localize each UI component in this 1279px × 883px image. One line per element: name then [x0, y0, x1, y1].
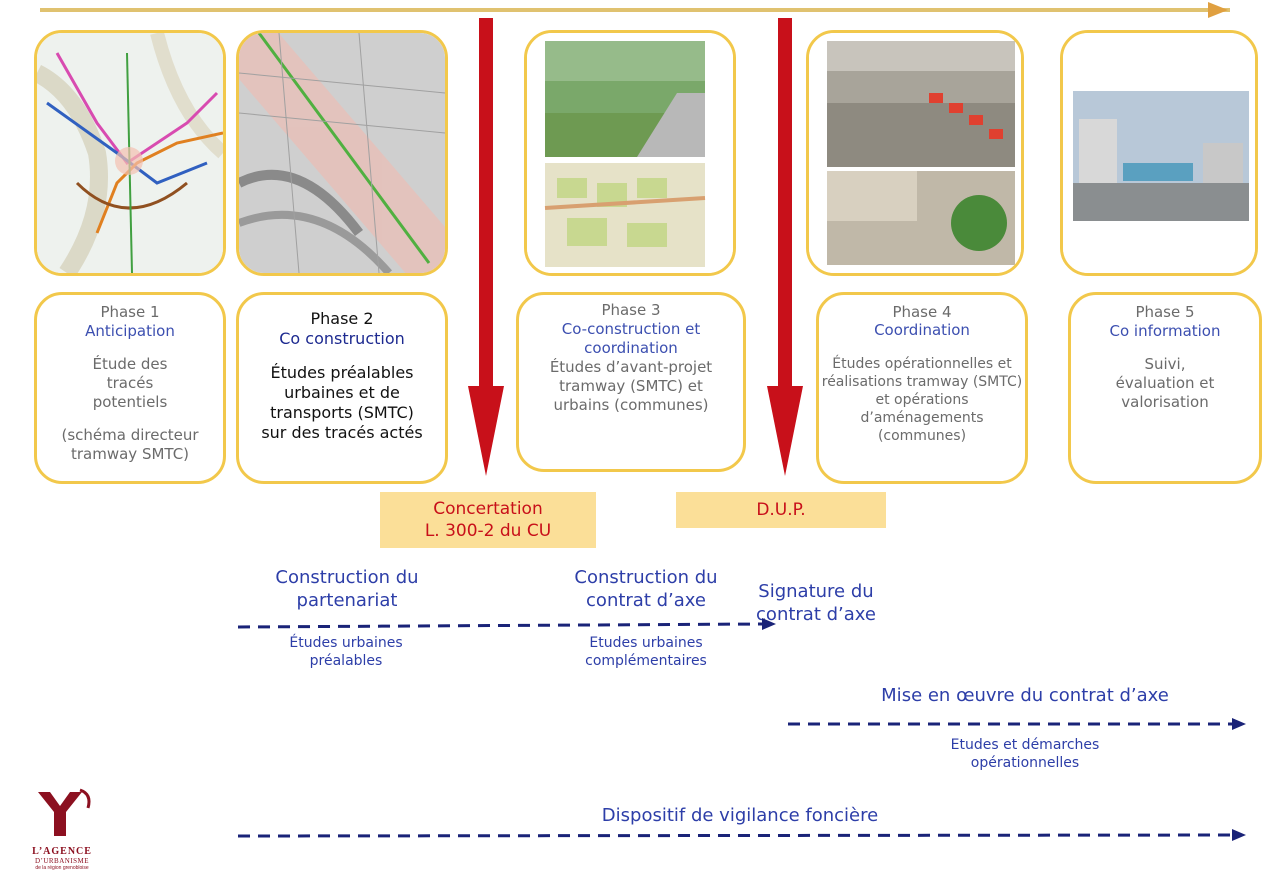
phase3-box: Phase 3 Co-construction et coordination … [516, 292, 746, 472]
dup-label: D.U.P. [756, 500, 806, 520]
phase5-box: Phase 5 Co information Suivi, évaluation… [1068, 292, 1262, 484]
concertation-line2: L. 300-2 du CU [424, 521, 552, 541]
dup-band: D.U.P. [676, 492, 886, 528]
concertation-line1: Concertation [433, 499, 543, 519]
implementation-label: Mise en œuvre du contrat d’axe [881, 685, 1169, 706]
top-timeline-arrowhead [1208, 2, 1228, 18]
signature-label: Signature du contrat d’axe [756, 581, 876, 625]
partnership-arrowhead [762, 618, 776, 630]
studies-prior-label: Études urbaines préalables [289, 635, 403, 669]
phase4-box: Phase 4 Coordination Études opérationnel… [816, 292, 1028, 484]
contract-construction-label: Construction du contrat d’axe [574, 567, 718, 611]
phase2-title: Phase 2 [310, 309, 374, 328]
phase1-map-image [34, 30, 226, 276]
top-timeline-bar [40, 8, 1230, 12]
agency-logo: L’AGENCE D’URBANISME de la région grenob… [20, 786, 104, 880]
partnership-label: Construction du partenariat [275, 567, 419, 611]
phase2-subtitle: Co construction [279, 329, 405, 348]
phase2-map-image [236, 30, 448, 276]
phase1-note: (schéma directeur tramway SMTC) [61, 426, 199, 463]
phase4-photos [806, 30, 1024, 276]
phase3-body: Études d’avant-projet tramway (SMTC) et … [549, 358, 713, 414]
phase3-subtitle: Co-construction et coordination [561, 320, 701, 357]
phase1-body: Étude des tracés potentiels [92, 355, 168, 411]
phase5-photo [1060, 30, 1258, 276]
phase5-title: Phase 5 [1135, 303, 1195, 321]
phase1-subtitle: Anticipation [85, 322, 175, 340]
dup-arrow [765, 18, 805, 476]
partnership-dashed-line [237, 622, 763, 629]
vigilance-arrowhead [1232, 829, 1246, 841]
phase2-box: Phase 2 Co construction Études préalable… [236, 292, 448, 484]
phase4-subtitle: Coordination [874, 321, 970, 339]
phase4-body: Études opérationnelles et réalisations t… [821, 356, 1023, 444]
operational-label: Etudes et démarches opérationnelles [950, 737, 1100, 771]
implementation-arrowhead [1232, 718, 1246, 730]
concertation-band: Concertation L. 300-2 du CU [380, 492, 596, 548]
phase1-box: Phase 1 Anticipation Étude des tracés po… [34, 292, 226, 484]
vigilance-label: Dispositif de vigilance foncière [601, 805, 879, 826]
studies-complementary-label: Etudes urbaines complémentaires [585, 635, 707, 669]
phase4-title: Phase 4 [892, 303, 952, 321]
concertation-arrow [466, 18, 506, 476]
phase5-body: Suivi, évaluation et valorisation [1115, 355, 1215, 411]
phase2-body: Études préalables urbaines et de transpo… [261, 363, 423, 442]
phase5-subtitle: Co information [1109, 322, 1221, 340]
vigilance-dashed-line [237, 833, 1235, 838]
logo-line3: de la région grenobloise [35, 865, 89, 871]
logo-line1: L’AGENCE [32, 846, 92, 857]
phase3-photos [524, 30, 736, 276]
phase3-title: Phase 3 [601, 301, 661, 319]
agency-logo-mark [38, 788, 91, 836]
logo-line2: D’URBANISME [34, 857, 90, 865]
phase1-title: Phase 1 [100, 303, 160, 321]
